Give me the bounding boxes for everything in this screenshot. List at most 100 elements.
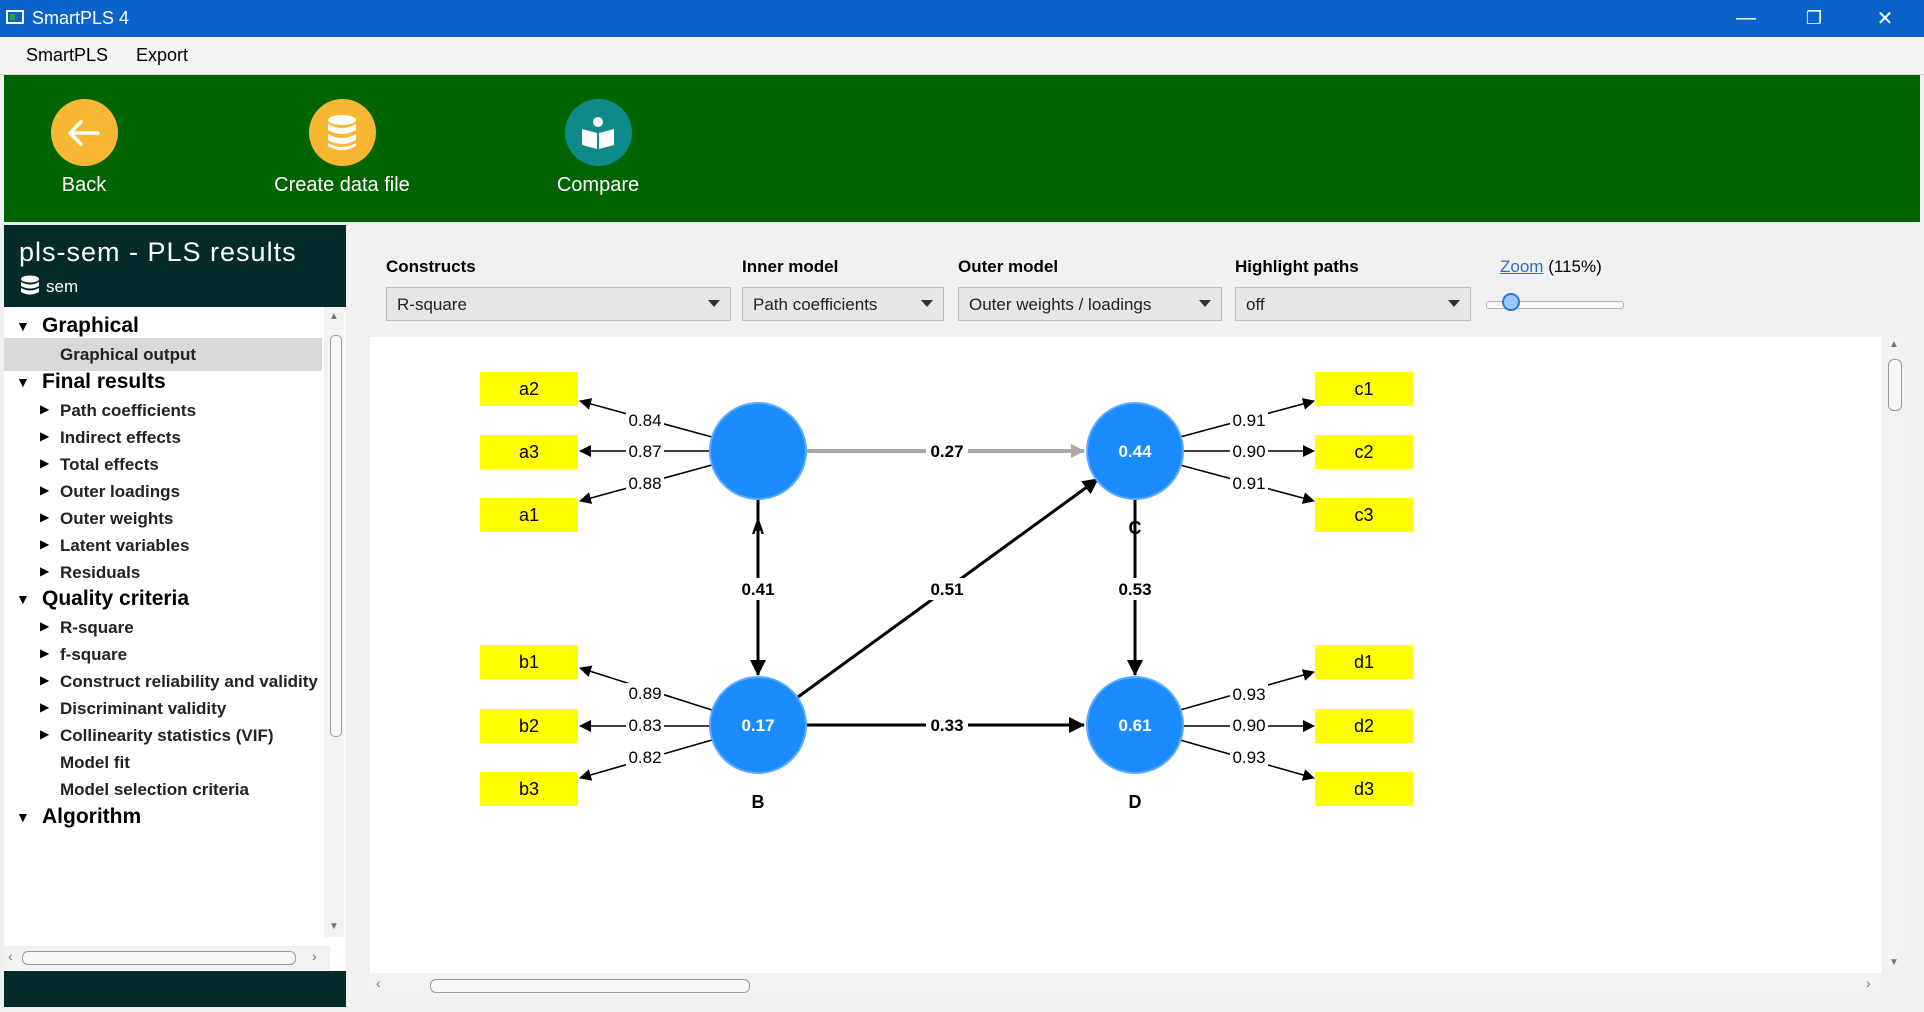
- tree-item[interactable]: ▼ Graphical: [4, 310, 322, 343]
- tree-item-label: Graphical: [42, 314, 139, 337]
- loading-b2: 0.83: [628, 716, 661, 735]
- tree-item[interactable]: ▶Construct reliability and validity: [4, 665, 322, 698]
- zoom-slider-track[interactable]: [1486, 301, 1624, 309]
- canvas-hscroll-thumb[interactable]: [430, 979, 750, 993]
- expand-right-icon[interactable]: ▶: [40, 564, 50, 578]
- expand-down-icon[interactable]: ▼: [16, 591, 30, 607]
- tree-vertical-scrollbar[interactable]: ▲ ▼: [324, 307, 344, 937]
- canvas-horizontal-scrollbar[interactable]: ‹ ›: [370, 973, 1882, 997]
- minimize-button[interactable]: —: [1736, 7, 1756, 29]
- tree-item[interactable]: ▼ Quality criteria: [4, 583, 322, 616]
- indicator-b1-label: b1: [519, 652, 539, 672]
- indicator-d2-label: d2: [1354, 716, 1374, 736]
- inner-model-select[interactable]: Path coefficients: [742, 287, 944, 321]
- tree-item[interactable]: ▶Latent variables: [4, 529, 322, 562]
- indicator-a3: [480, 435, 578, 469]
- constructs-select[interactable]: R-square: [386, 287, 731, 321]
- expand-down-icon[interactable]: ▼: [16, 809, 30, 825]
- tree-item[interactable]: ▶Total effects: [4, 448, 322, 481]
- scroll-right-icon[interactable]: ›: [312, 948, 317, 964]
- scroll-right-icon[interactable]: ›: [1866, 975, 1871, 991]
- tree-item[interactable]: ▶Outer loadings: [4, 475, 322, 508]
- loading-c1: 0.91: [1232, 411, 1265, 430]
- tree-item[interactable]: ▶Indirect effects: [4, 421, 322, 454]
- expand-right-icon[interactable]: ▶: [40, 646, 50, 660]
- construct-b-name: B: [752, 792, 765, 812]
- restore-button[interactable]: ❐: [1805, 8, 1823, 28]
- menu-smartpls[interactable]: SmartPLS: [26, 45, 109, 65]
- tree-item[interactable]: ▶ Path coefficients: [4, 394, 322, 427]
- expand-right-icon[interactable]: ▶: [40, 456, 50, 470]
- tree-item[interactable]: Model fit: [4, 746, 322, 779]
- create-data-file-button[interactable]: Create data file: [262, 99, 422, 197]
- tree-item-label: Path coefficients: [60, 401, 197, 420]
- zoom-slider-thumb[interactable]: [1502, 293, 1520, 311]
- indicator-a2-label: a2: [519, 379, 539, 399]
- tree-item-label: Final results: [42, 370, 166, 393]
- expand-right-icon[interactable]: ▶: [40, 402, 50, 416]
- tree-item[interactable]: ▶ Discriminant validity: [4, 692, 322, 725]
- compare-button[interactable]: Compare: [550, 99, 646, 197]
- tree-item-label: Algorithm: [42, 805, 142, 828]
- expand-right-icon[interactable]: ▶: [40, 700, 50, 714]
- back-arrow-icon: [50, 99, 118, 166]
- expand-down-icon[interactable]: ▼: [16, 374, 30, 390]
- expand-right-icon[interactable]: ▶: [40, 483, 50, 497]
- expand-right-icon[interactable]: ▶: [40, 429, 50, 443]
- tree-hscroll-thumb[interactable]: [22, 951, 296, 965]
- tree-horizontal-scrollbar[interactable]: ‹ ›: [4, 946, 330, 970]
- construct-d-r2: 0.61: [1118, 716, 1151, 735]
- indicator-d3: [1315, 772, 1413, 806]
- indicator-c3: [1315, 498, 1413, 532]
- create-data-file-label: Create data file: [274, 174, 410, 196]
- construct-b: [709, 676, 807, 774]
- expand-right-icon[interactable]: ▶: [40, 537, 50, 551]
- scroll-down-icon[interactable]: ▼: [329, 921, 339, 932]
- canvas-vertical-scrollbar[interactable]: ▲ ▼: [1884, 337, 1904, 973]
- back-button[interactable]: Back: [44, 99, 124, 197]
- path-coef-a-b: 0.41: [741, 580, 774, 599]
- expand-down-icon[interactable]: ▼: [16, 318, 30, 334]
- tree-item-label: Outer weights: [60, 509, 174, 528]
- tree-item[interactable]: ▶Collinearity statistics (VIF): [4, 719, 322, 752]
- path-coef-a-c: 0.27: [930, 442, 963, 461]
- tree-item-label: Discriminant validity: [60, 699, 227, 718]
- outer-model-select[interactable]: Outer weights / loadings: [958, 287, 1222, 321]
- path-label-bg: [1113, 578, 1157, 600]
- expand-right-icon[interactable]: ▶: [40, 673, 50, 687]
- indicator-a1-label: a1: [519, 505, 539, 525]
- scroll-left-icon[interactable]: ‹: [8, 948, 13, 964]
- tree-scroll-thumb[interactable]: [330, 335, 342, 737]
- zoom-link[interactable]: Zoom: [1500, 257, 1544, 276]
- expand-right-icon[interactable]: ▶: [40, 619, 50, 633]
- results-title: pls-sem - PLS results: [19, 237, 297, 267]
- tree-item[interactable]: ▼ Final results: [4, 366, 322, 399]
- tree-item[interactable]: ▶ Outer weights: [4, 502, 322, 535]
- expand-right-icon[interactable]: ▶: [40, 727, 50, 741]
- expand-right-icon[interactable]: ▶: [40, 510, 50, 524]
- book-reader-icon: [564, 99, 632, 166]
- menu-export[interactable]: Export: [136, 45, 189, 65]
- tree-item-label: Quality criteria: [42, 587, 190, 610]
- construct-c-name: C: [1129, 518, 1142, 538]
- canvas-vscroll-thumb[interactable]: [1888, 359, 1902, 411]
- construct-d: [1086, 676, 1184, 774]
- indicator-c3-label: c3: [1354, 505, 1373, 525]
- chevron-down-icon: [1199, 300, 1211, 307]
- construct-b-r2: 0.17: [741, 716, 774, 735]
- loading-a2: 0.84: [628, 411, 661, 430]
- tree-item[interactable]: ▶R-square: [4, 611, 322, 644]
- tree-item[interactable]: ▶f-square: [4, 638, 322, 671]
- tree-item[interactable]: Model selection criteria: [4, 773, 322, 806]
- tree-item[interactable]: ▶Residuals: [4, 556, 322, 589]
- chevron-down-icon: [1448, 300, 1460, 307]
- scroll-down-icon[interactable]: ▼: [1889, 957, 1899, 968]
- highlight-paths-select[interactable]: off: [1235, 287, 1471, 321]
- scroll-up-icon[interactable]: ▲: [1889, 339, 1899, 350]
- tree-item[interactable]: ▼ Algorithm: [4, 801, 322, 834]
- close-button[interactable]: ✕: [1876, 8, 1894, 30]
- scroll-up-icon[interactable]: ▲: [329, 311, 339, 322]
- scroll-left-icon[interactable]: ‹: [376, 975, 381, 991]
- tree-item[interactable]: Graphical output: [4, 338, 322, 371]
